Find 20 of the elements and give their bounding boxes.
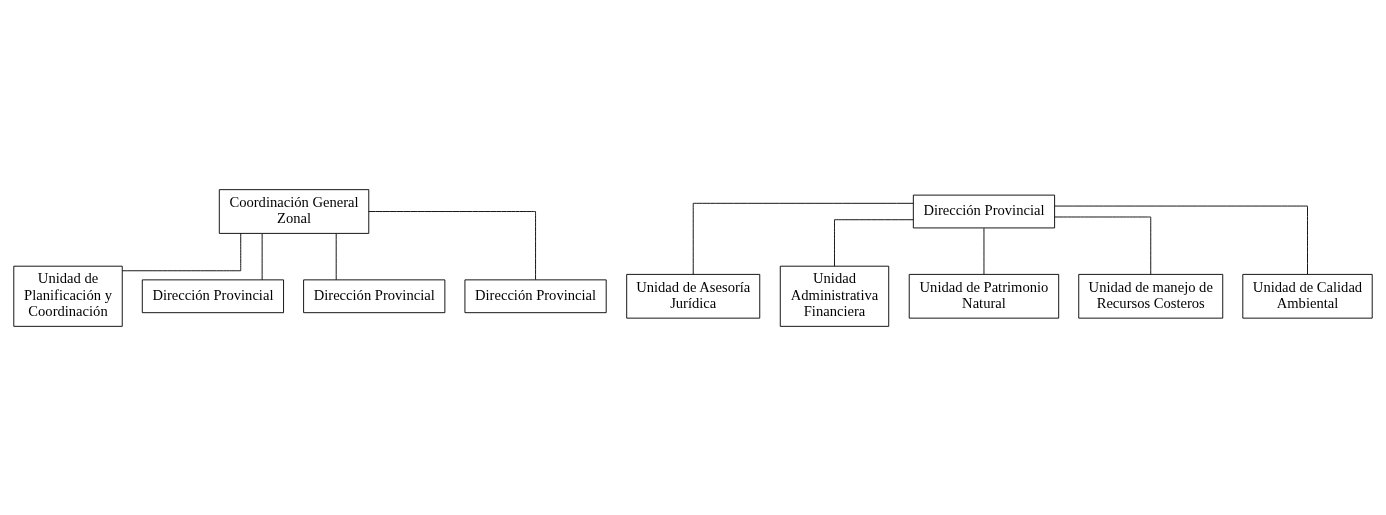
connector	[1054, 205, 1308, 275]
node-box: Dirección Provincial	[303, 278, 446, 313]
node-box: Dirección Provincial	[141, 278, 284, 313]
node-box: Unidad Administrativa Financiera	[779, 265, 890, 327]
node-box: Unidad de manejo de Recursos Costeros	[1078, 273, 1224, 319]
connector	[335, 232, 337, 280]
node-box: Dirección Provincial	[912, 194, 1056, 228]
node-box: Unidad de Patrimonio Natural	[908, 273, 1060, 319]
node-box: Dirección Provincial	[464, 278, 607, 313]
connector	[261, 232, 263, 280]
connector	[692, 202, 914, 275]
connector	[1054, 216, 1152, 275]
connector	[834, 218, 914, 266]
node-box: Unidad de Asesoría Jurídica	[626, 273, 761, 319]
connector	[368, 210, 536, 280]
node-box: Unidad de Planificación y Coordinación	[13, 265, 123, 327]
connector	[121, 232, 242, 271]
node-box: Coordinación General Zonal	[218, 188, 370, 234]
node-box: Unidad de Calidad Ambiental	[1242, 273, 1373, 319]
connector	[983, 227, 985, 275]
